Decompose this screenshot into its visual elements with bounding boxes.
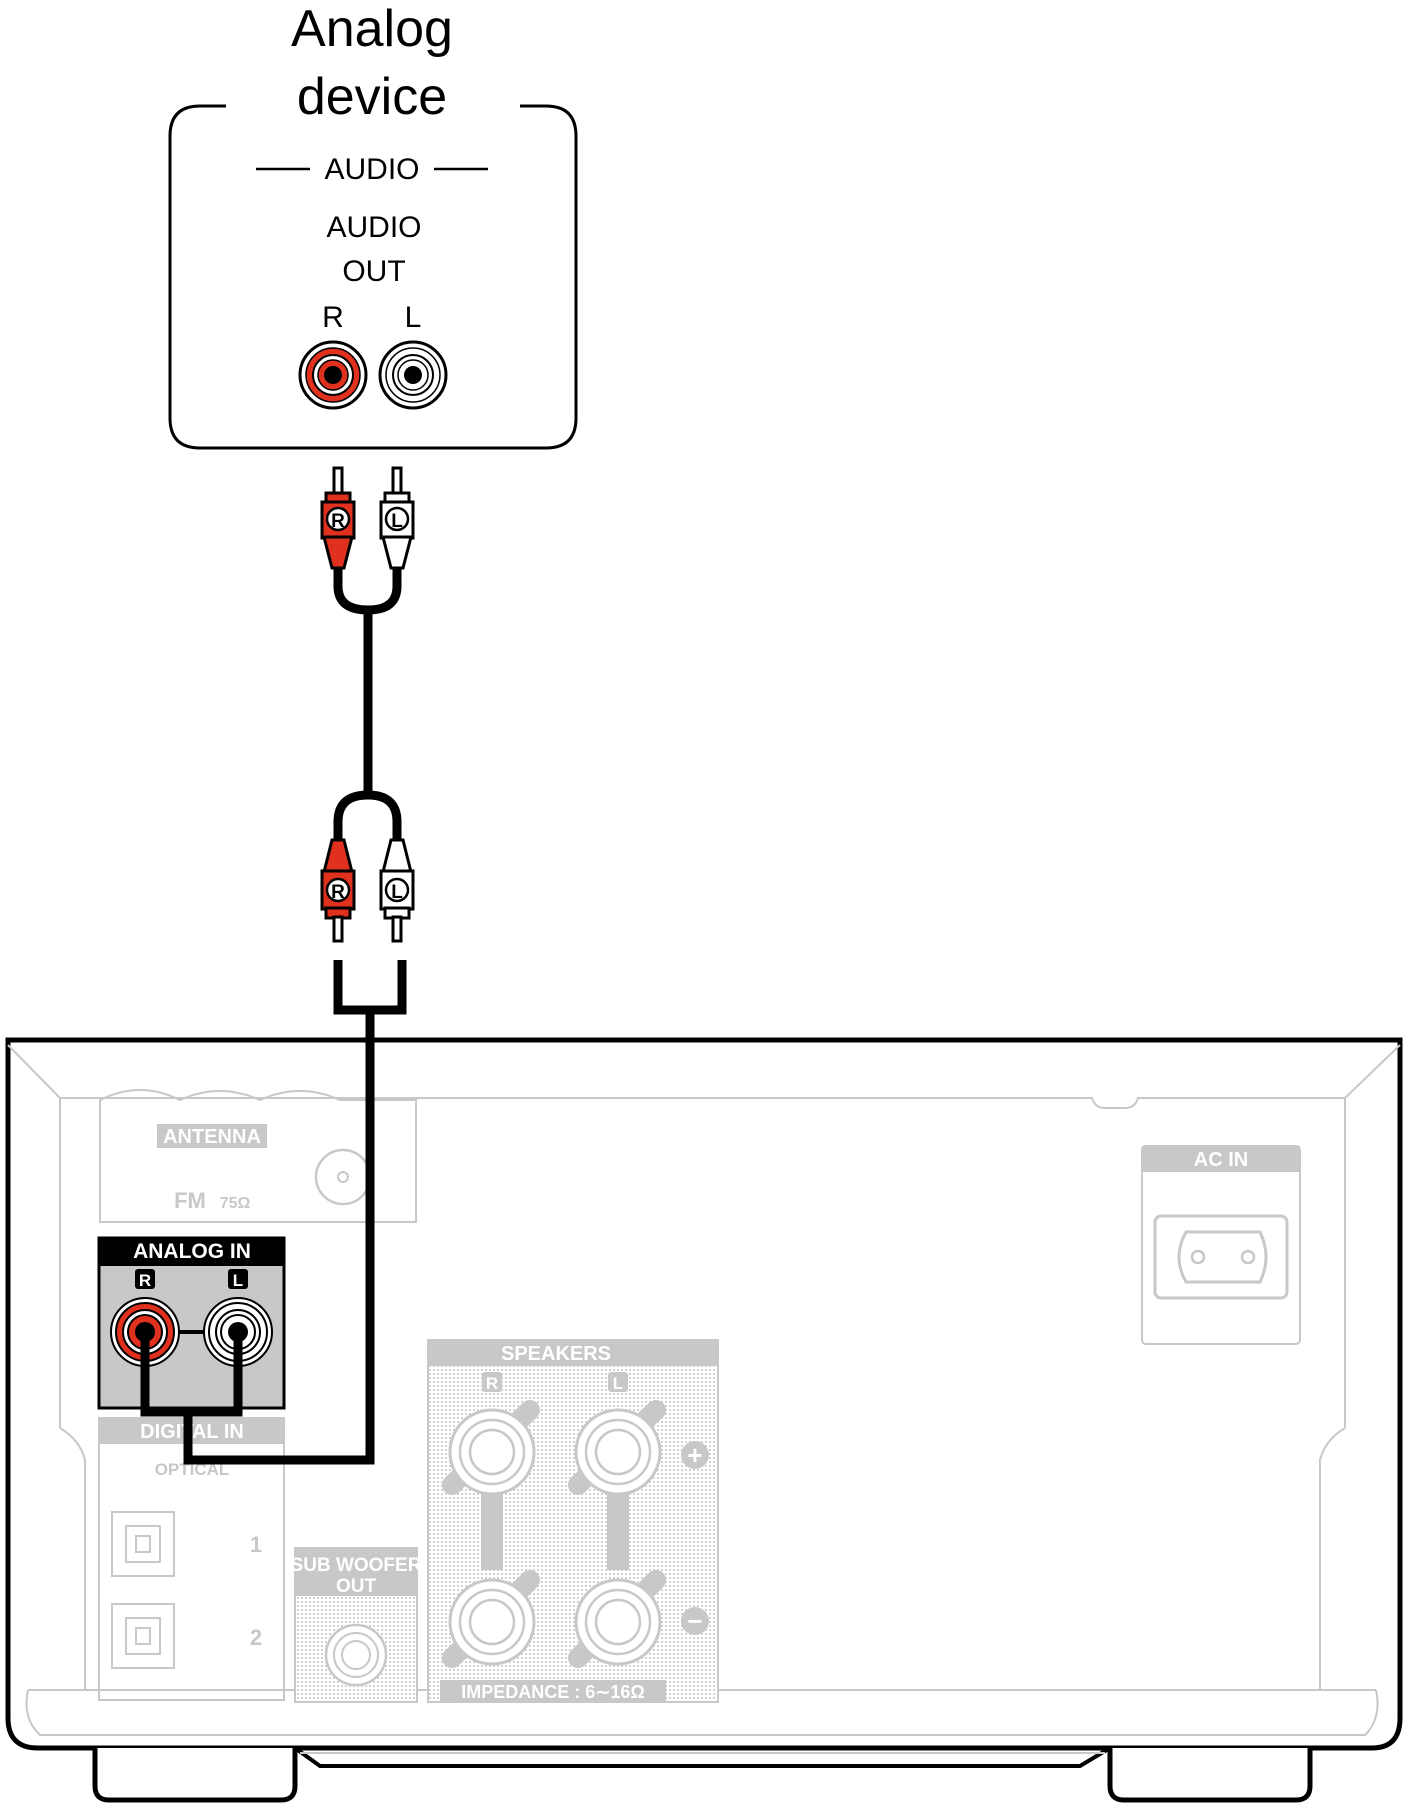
analog-in-jack-r[interactable] <box>110 1297 180 1367</box>
subwoofer-section: SUB WOOFER OUT <box>291 1547 422 1703</box>
optical-port-2[interactable] <box>111 1603 175 1669</box>
subwoofer-jack[interactable] <box>324 1623 388 1687</box>
top-plug-l: L <box>379 466 415 570</box>
analog-in-jack-l[interactable] <box>203 1297 273 1367</box>
device-jack-l-label: L <box>405 301 422 334</box>
ac-in-label: AC IN <box>1194 1149 1248 1171</box>
speaker-terminal-r-plus[interactable] <box>442 1400 540 1496</box>
bottom-plug-r-mark: R <box>331 882 345 903</box>
subwoofer-label-line2: OUT <box>336 1576 377 1597</box>
subwoofer-label-line1: SUB WOOFER <box>291 1555 422 1576</box>
speakers-section: SPEAKERS R L <box>427 1339 719 1703</box>
speaker-terminal-l-plus[interactable] <box>568 1400 666 1496</box>
top-plug-l-mark: L <box>391 511 403 532</box>
optical-2-label: 2 <box>250 1625 262 1650</box>
device-title-line1: Analog <box>291 0 453 58</box>
receiver-rear-panel: ANTENNA FM 75Ω ANALOG IN R L <box>5 1037 1403 1803</box>
optical-1-label: 1 <box>250 1532 262 1557</box>
receiver-foot-right <box>1107 1748 1313 1803</box>
cable-to-analog-in <box>140 1010 375 1465</box>
analog-in-l-mark: L <box>233 1271 243 1290</box>
antenna-label: ANTENNA <box>163 1126 261 1148</box>
device-jack-r-label: R <box>322 301 344 334</box>
bottom-plug-r: R <box>320 838 356 943</box>
device-jack-r[interactable] <box>298 340 368 410</box>
speaker-minus-icon: − <box>687 1606 702 1636</box>
device-output-line1: AUDIO <box>326 211 421 244</box>
optical-port-1[interactable] <box>111 1511 175 1577</box>
bottom-plug-l: L <box>379 838 415 943</box>
analog-in-label: ANALOG IN <box>133 1240 251 1263</box>
ac-in-section: AC IN <box>1141 1145 1301 1345</box>
bottom-plug-l-mark: L <box>391 882 403 903</box>
speakers-label: SPEAKERS <box>501 1343 611 1365</box>
analog-in-r-mark: R <box>139 1271 151 1290</box>
top-plug-r: R <box>320 466 356 570</box>
fm-label: FM <box>174 1188 206 1213</box>
speakers-impedance-label: IMPEDANCE : 6∼16Ω <box>461 1682 645 1702</box>
speaker-plus-icon: + <box>687 1440 702 1470</box>
analog-device: Analog device AUDIO AUDIO OUT R L <box>168 0 578 450</box>
antenna-section: ANTENNA FM 75Ω <box>99 1089 417 1223</box>
optical-label: OPTICAL <box>155 1460 230 1479</box>
device-output-line2: OUT <box>342 255 405 288</box>
connection-bracket <box>333 960 407 1015</box>
speaker-terminal-l-minus[interactable] <box>568 1570 666 1668</box>
fm-antenna-jack[interactable] <box>314 1148 372 1206</box>
device-panel <box>168 104 578 450</box>
device-jack-l[interactable] <box>378 340 448 410</box>
device-section-label: AUDIO <box>324 153 419 186</box>
receiver-foot-left <box>92 1748 298 1803</box>
top-plug-r-mark: R <box>331 511 345 532</box>
speakers-l-mark: L <box>613 1374 623 1393</box>
fm-impedance-label: 75Ω <box>220 1195 251 1212</box>
analog-in-section: ANALOG IN R L <box>97 1236 286 1410</box>
rca-cable: R L R L <box>320 466 415 1015</box>
speaker-terminal-r-minus[interactable] <box>442 1570 540 1668</box>
device-title-line2: device <box>297 68 447 126</box>
speakers-r-mark: R <box>486 1374 498 1393</box>
ac-in-socket-outline <box>1177 1230 1268 1284</box>
